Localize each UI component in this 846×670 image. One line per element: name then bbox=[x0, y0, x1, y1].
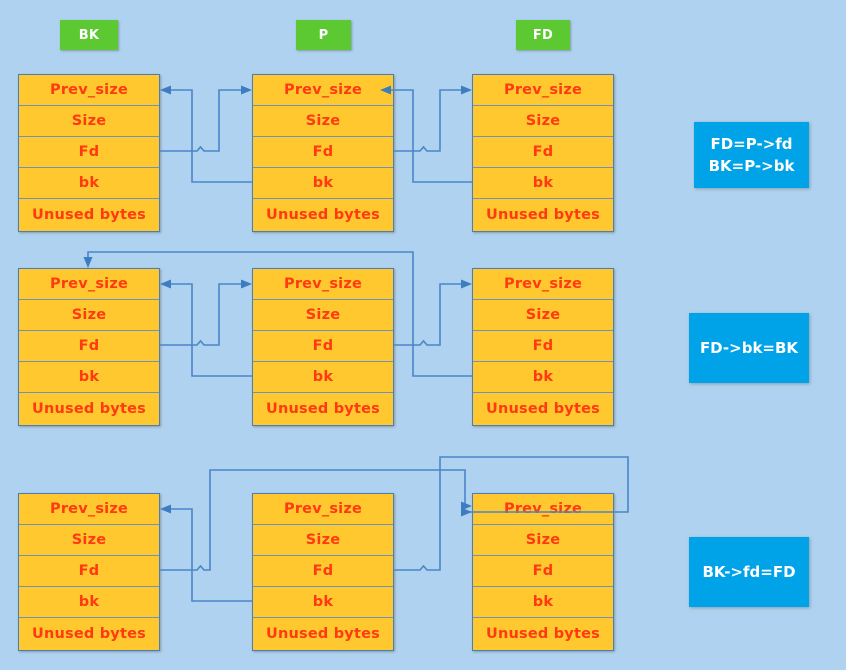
chunk-field-prev-size: Prev_size bbox=[253, 269, 393, 300]
chunk-field-bk: bk bbox=[253, 362, 393, 393]
wire-row1-bk-fd-to-p bbox=[160, 89, 245, 152]
pointer-label-p-text: P bbox=[318, 27, 329, 43]
chunk-field-size: Size bbox=[473, 300, 613, 331]
chunk-field-size: Size bbox=[473, 106, 613, 137]
chunk-field-bk: bk bbox=[19, 362, 159, 393]
chunk-row2-bk: Prev_size Size Fd bk Unused bytes bbox=[18, 268, 160, 426]
chunk-row2-fd: Prev_size Size Fd bk Unused bytes bbox=[472, 268, 614, 426]
chunk-field-prev-size: Prev_size bbox=[19, 269, 159, 300]
chunk-field-prev-size: Prev_size bbox=[19, 75, 159, 106]
note-row2: FD->bk=BK bbox=[689, 313, 809, 383]
chunk-field-fd: Fd bbox=[253, 137, 393, 168]
chunk-field-bk: bk bbox=[19, 168, 159, 199]
arrowhead-row2-overtop-to-bk-prevsize bbox=[83, 257, 93, 268]
chunk-row1-p: Prev_size Size Fd bk Unused bytes bbox=[252, 74, 394, 232]
chunk-field-bk: bk bbox=[473, 587, 613, 618]
wire-row2-bk-fd-to-p bbox=[160, 283, 245, 346]
chunk-field-unused: Unused bytes bbox=[473, 199, 613, 231]
chunk-field-unused: Unused bytes bbox=[19, 393, 159, 425]
chunk-field-prev-size: Prev_size bbox=[473, 269, 613, 300]
arrowhead-row2-to-bk-prevsize bbox=[160, 279, 171, 289]
chunk-field-unused: Unused bytes bbox=[473, 393, 613, 425]
wire-row2-p-fd-to-fd bbox=[394, 283, 465, 346]
chunk-field-size: Size bbox=[253, 300, 393, 331]
chunk-field-prev-size: Prev_size bbox=[253, 494, 393, 525]
chunk-row3-fd: Prev_size Size Fd bk Unused bytes bbox=[472, 493, 614, 651]
chunk-field-size: Size bbox=[253, 106, 393, 137]
pointer-label-bk: BK bbox=[60, 20, 118, 50]
chunk-field-unused: Unused bytes bbox=[19, 199, 159, 231]
chunk-field-prev-size: Prev_size bbox=[19, 494, 159, 525]
chunk-field-bk: bk bbox=[19, 587, 159, 618]
arrowhead-row2-to-p-prevsize bbox=[241, 279, 252, 289]
chunk-field-prev-size: Prev_size bbox=[473, 75, 613, 106]
chunk-field-size: Size bbox=[19, 525, 159, 556]
note-row2-line-1: FD->bk=BK bbox=[699, 338, 799, 357]
chunk-field-fd: Fd bbox=[19, 331, 159, 362]
chunk-field-unused: Unused bytes bbox=[253, 393, 393, 425]
chunk-row3-p: Prev_size Size Fd bk Unused bytes bbox=[252, 493, 394, 651]
chunk-field-fd: Fd bbox=[473, 556, 613, 587]
chunk-field-bk: bk bbox=[253, 168, 393, 199]
note-row1-line-1: FD=P->fd bbox=[710, 134, 793, 153]
wire-row1-p-bk-to-bk bbox=[167, 89, 252, 183]
arrowhead-row1-to-p-prevsize bbox=[241, 85, 252, 95]
chunk-field-prev-size: Prev_size bbox=[253, 75, 393, 106]
chunk-field-fd: Fd bbox=[473, 137, 613, 168]
chunk-field-unused: Unused bytes bbox=[253, 199, 393, 231]
chunk-field-size: Size bbox=[253, 525, 393, 556]
arrowhead-row2-to-fd-prevsize bbox=[461, 279, 472, 289]
chunk-field-unused: Unused bytes bbox=[253, 618, 393, 650]
chunk-field-bk: bk bbox=[253, 587, 393, 618]
arrowhead-row1-to-fd-prevsize bbox=[461, 85, 472, 95]
wire-row1-fd-bk-to-p bbox=[387, 89, 472, 183]
chunk-field-fd: Fd bbox=[473, 331, 613, 362]
arrowhead-row3-overtop-to-fd-prevsize bbox=[461, 501, 472, 511]
chunk-field-bk: bk bbox=[473, 168, 613, 199]
arrowhead-row1-to-bk-prevsize bbox=[160, 85, 171, 95]
chunk-field-fd: Fd bbox=[19, 137, 159, 168]
chunk-field-fd: Fd bbox=[19, 556, 159, 587]
note-row3: BK->fd=FD bbox=[689, 537, 809, 607]
chunk-row2-p: Prev_size Size Fd bk Unused bytes bbox=[252, 268, 394, 426]
chunk-row1-bk: Prev_size Size Fd bk Unused bytes bbox=[18, 74, 160, 232]
chunk-field-unused: Unused bytes bbox=[19, 618, 159, 650]
chunk-field-unused: Unused bytes bbox=[473, 618, 613, 650]
wire-row3-p-bk-to-bk bbox=[167, 508, 252, 602]
pointer-label-bk-text: BK bbox=[78, 27, 100, 43]
chunk-field-prev-size: Prev_size bbox=[473, 494, 613, 525]
arrowhead-row3-long-to-fd-prevsize bbox=[461, 507, 472, 517]
note-row1-line-2: BK=P->bk bbox=[708, 157, 795, 175]
chunk-field-size: Size bbox=[19, 106, 159, 137]
chunk-field-fd: Fd bbox=[253, 556, 393, 587]
chunk-field-fd: Fd bbox=[253, 331, 393, 362]
wire-row2-p-bk-to-bk bbox=[167, 283, 252, 377]
pointer-label-fd-text: FD bbox=[532, 27, 554, 43]
pointer-label-fd: FD bbox=[516, 20, 570, 50]
wire-row1-p-fd-to-fd bbox=[394, 89, 465, 152]
chunk-field-size: Size bbox=[473, 525, 613, 556]
pointer-label-p: P bbox=[296, 20, 351, 50]
chunk-field-bk: bk bbox=[473, 362, 613, 393]
chunk-row1-fd: Prev_size Size Fd bk Unused bytes bbox=[472, 74, 614, 232]
note-row1: FD=P->fd BK=P->bk bbox=[694, 122, 809, 188]
chunk-row3-bk: Prev_size Size Fd bk Unused bytes bbox=[18, 493, 160, 651]
note-row3-line-1: BK->fd=FD bbox=[702, 562, 796, 581]
arrowhead-row3-to-bk-prevsize bbox=[160, 504, 171, 514]
chunk-field-size: Size bbox=[19, 300, 159, 331]
